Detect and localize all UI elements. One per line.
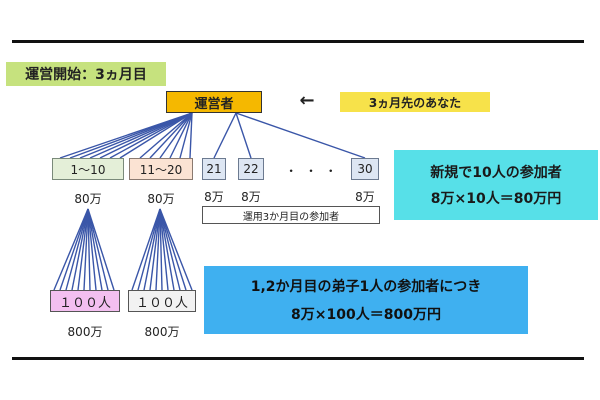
subgroup-amount-2: 800万: [144, 325, 180, 339]
group-box-11-20: 11～20: [129, 158, 193, 180]
operator-to-group-line-5: [109, 112, 193, 159]
participant-box-30: 30: [351, 158, 379, 180]
bottom-rule: [12, 357, 584, 360]
operator-to-single-line-2: [235, 112, 366, 159]
group2-to-sub-line-6: [159, 208, 169, 291]
group1-to-sub-line-5: [83, 208, 89, 291]
group2-to-sub-line-5: [159, 208, 163, 291]
participant-amount-21: 8万: [204, 190, 224, 204]
operator-to-group-line-4: [99, 112, 193, 159]
left-arrow-icon: ←: [299, 90, 315, 111]
start-month-label: 運営開始：3ヵ月目: [6, 62, 166, 86]
group1-to-sub-line-8: [87, 208, 103, 291]
operator-to-group-line-9: [159, 112, 193, 159]
group2-to-sub-line-1: [137, 208, 161, 291]
participant-amount-30: 8万: [355, 190, 375, 204]
group-amount-2: 80万: [147, 192, 175, 206]
participant-box-22: 22: [238, 158, 264, 180]
group1-to-sub-line-6: [87, 208, 91, 291]
subgroup-box-100-2: １００人: [128, 290, 196, 312]
future-you-label: 3ヵ月先のあなた: [340, 92, 490, 112]
group1-to-sub-line-0: [53, 208, 89, 291]
group1-to-sub-line-4: [77, 208, 89, 291]
operator-to-group-line-12: [189, 112, 193, 159]
participant-box-21: 21: [202, 158, 226, 180]
group2-to-sub-line-3: [149, 208, 161, 291]
operator-to-group-line-3: [89, 112, 193, 159]
group1-to-sub-line-9: [87, 208, 109, 291]
subgroup-amount-1: 800万: [67, 325, 103, 339]
operator-to-group-line-10: [169, 112, 193, 159]
group1-to-sub-line-3: [71, 208, 89, 291]
third-month-participants-label: 運用3か月目の参加者: [202, 206, 380, 224]
disciple-line1: 1,2か月目の弟子1人の参加者につき: [250, 279, 482, 295]
participant-amount-22: 8万: [241, 190, 261, 204]
group1-to-sub-line-10: [87, 208, 115, 291]
new-participants-info-box: 新規で10人の参加者 8万×10人＝80万円: [394, 150, 598, 220]
ellipsis: ・ ・ ・: [285, 164, 339, 178]
operator-to-group-line-7: [139, 112, 193, 159]
operator-to-single-line-0: [213, 112, 237, 159]
disciple-participants-info-box: 1,2か月目の弟子1人の参加者につき 8万×100人＝800万円: [204, 266, 528, 334]
operator-to-group-line-11: [179, 112, 193, 159]
top-rule: [12, 40, 584, 43]
group2-to-sub-line-8: [159, 208, 181, 291]
group1-to-sub-line-2: [65, 208, 89, 291]
group-box-1-10: 1～10: [52, 158, 124, 180]
new-participants-line1: 新規で10人の参加者: [430, 165, 562, 181]
group2-to-sub-line-4: [155, 208, 161, 291]
group2-to-sub-line-10: [159, 208, 193, 291]
operator-to-group-line-8: [149, 112, 193, 159]
operator-to-group-line-6: [119, 112, 193, 159]
group2-to-sub-line-0: [131, 208, 161, 291]
group1-to-sub-line-1: [59, 208, 89, 291]
disciple-line2: 8万×100人＝800万円: [291, 307, 441, 323]
group2-to-sub-line-9: [159, 208, 187, 291]
group2-to-sub-line-2: [143, 208, 161, 291]
group2-to-sub-line-7: [159, 208, 175, 291]
operator-box: 運営者: [166, 91, 262, 113]
operator-to-single-line-1: [235, 112, 252, 159]
subgroup-box-100-1: １００人: [50, 290, 120, 312]
group1-to-sub-line-7: [87, 208, 97, 291]
group-amount-1: 80万: [74, 192, 102, 206]
new-participants-line2: 8万×10人＝80万円: [430, 191, 562, 207]
